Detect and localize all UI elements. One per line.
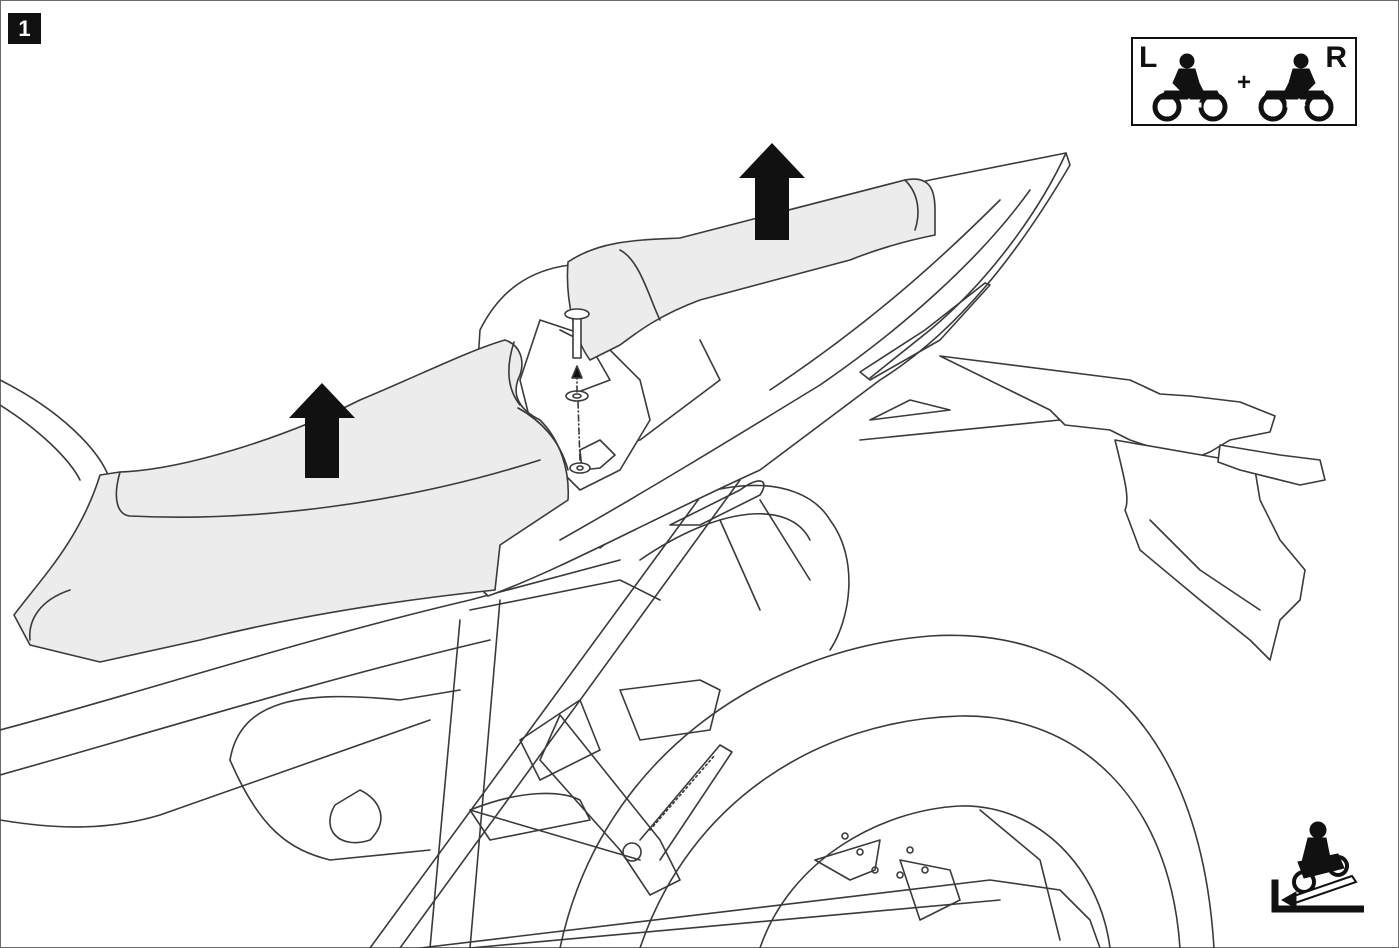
rear-wheel: [559, 634, 1215, 948]
tail-tidy: [859, 355, 1326, 661]
rear-fender: [599, 484, 850, 651]
motorcycle-view-direction-icon: [1271, 821, 1364, 913]
subframe: [0, 469, 741, 948]
up-arrow-icon: [739, 143, 805, 240]
rider-seat: [13, 339, 570, 663]
right-side-label: R: [1325, 41, 1347, 74]
motorcycle-rider-left-icon: [1152, 53, 1228, 122]
passenger-seat: [566, 178, 936, 361]
up-arrow-icon: [289, 383, 355, 478]
swing-arm: [419, 879, 1101, 948]
side-indicator-box: L + R: [1131, 37, 1357, 126]
passenger-footpeg: [469, 679, 733, 896]
side-indicator-plus: +: [1237, 69, 1252, 96]
left-side-label: L: [1139, 41, 1158, 74]
step-number-badge: 1: [8, 13, 41, 44]
motorcycle-rider-right-icon: [1258, 53, 1334, 122]
seat-bolt-assembly: [564, 308, 591, 474]
side-panel: [0, 379, 601, 861]
